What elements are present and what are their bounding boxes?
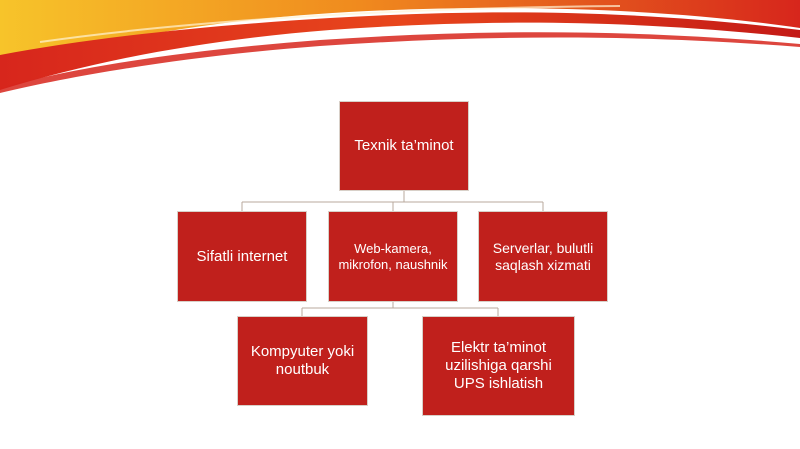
node-webcam: Web-kamera, mikrofon, naushnik xyxy=(328,211,458,302)
decorative-swoosh xyxy=(0,0,800,93)
node-servers: Serverlar, bulutli saqlash xizmati xyxy=(478,211,608,302)
node-internet-label: Sifatli internet xyxy=(196,247,288,265)
node-ups-label: Elektr ta’minot uzilishiga qarshi UPS is… xyxy=(445,339,552,392)
root-node: Texnik ta’minot xyxy=(339,101,469,191)
root-node-label: Texnik ta’minot xyxy=(354,137,454,154)
node-ups: Elektr ta’minot uzilishiga qarshi UPS is… xyxy=(422,316,575,416)
node-computer-label: Kompyuter yoki noutbuk xyxy=(250,343,355,378)
node-servers-label: Serverlar, bulutli saqlash xizmati xyxy=(492,239,594,273)
node-internet: Sifatli internet xyxy=(177,211,307,302)
node-computer: Kompyuter yoki noutbuk xyxy=(237,316,368,406)
node-webcam-label: Web-kamera, mikrofon, naushnik xyxy=(338,240,448,272)
